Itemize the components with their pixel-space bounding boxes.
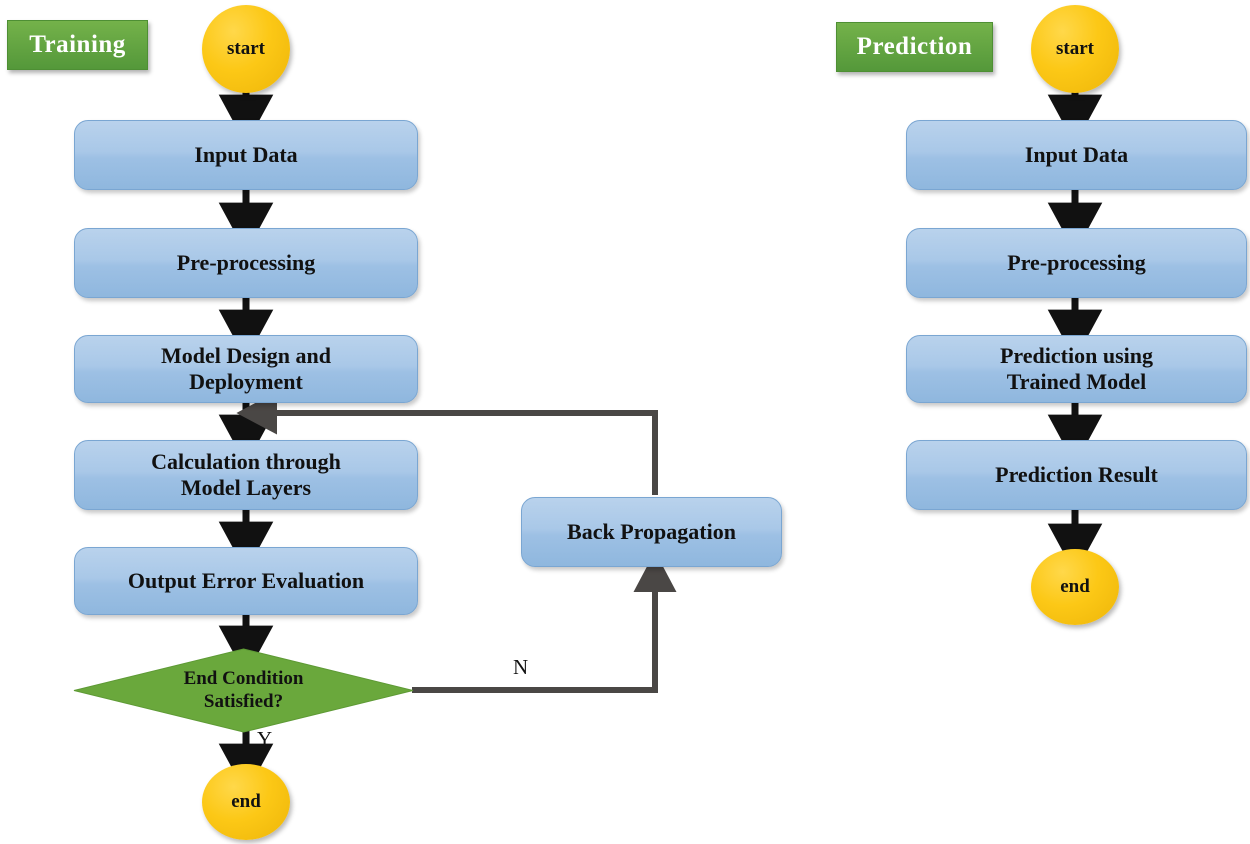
training-end-label: end	[231, 791, 261, 812]
prediction-step-result-label: Prediction Result	[995, 462, 1158, 488]
arrow-decision-no-to-backprop	[412, 551, 677, 693]
training-start-label: start	[227, 38, 265, 59]
training-step-calculation: Calculation through Model Layers	[74, 440, 418, 510]
prediction-start-label: start	[1056, 38, 1094, 59]
prediction-step-result: Prediction Result	[906, 440, 1247, 510]
edge-label-yes: Y	[257, 727, 272, 752]
training-decision-node: End Condition Satisfied?	[73, 648, 414, 733]
training-step-calculation-line2: Model Layers	[180, 475, 312, 500]
prediction-start-node: start	[1031, 5, 1119, 93]
edge-label-no: N	[513, 655, 528, 680]
edge-label-no-text: N	[513, 655, 529, 679]
section-tag-prediction: Prediction	[836, 22, 993, 72]
prediction-step-pre-processing: Pre-processing	[906, 228, 1247, 298]
training-start-node: start	[202, 5, 290, 93]
prediction-end-node: end	[1031, 549, 1119, 625]
decision-diamond-shape	[73, 648, 414, 733]
training-end-node: end	[202, 764, 290, 840]
training-step-input-data-label: Input Data	[194, 142, 298, 168]
prediction-step-pre-processing-label: Pre-processing	[1007, 250, 1146, 276]
section-tag-training: Training	[7, 20, 148, 70]
prediction-step-input-data: Input Data	[906, 120, 1247, 190]
prediction-step-predict-model-line1: Prediction using	[999, 343, 1153, 369]
section-tag-training-label: Training	[29, 31, 126, 58]
edge-label-yes-text: Y	[257, 727, 273, 751]
prediction-step-predict-model: Prediction using Trained Model	[906, 335, 1247, 403]
training-back-propagation: Back Propagation	[521, 497, 782, 567]
training-step-pre-processing: Pre-processing	[74, 228, 418, 298]
training-step-pre-processing-label: Pre-processing	[176, 250, 316, 276]
training-step-input-data: Input Data	[74, 120, 418, 190]
training-step-output-error-label: Output Error Evaluation	[127, 568, 365, 594]
training-step-model-design-line1: Model Design and	[161, 343, 331, 369]
arrow-backprop-to-model	[236, 391, 658, 495]
training-step-output-error: Output Error Evaluation	[74, 547, 418, 615]
training-step-model-design: Model Design and Deployment	[74, 335, 418, 403]
training-step-model-design-line2: Deployment	[189, 369, 303, 394]
training-back-propagation-label: Back Propagation	[567, 519, 736, 545]
prediction-step-predict-model-line2: Trained Model	[1006, 369, 1147, 394]
prediction-step-input-data-label: Input Data	[1024, 142, 1129, 168]
section-tag-prediction-label: Prediction	[856, 33, 973, 60]
training-step-calculation-line1: Calculation through	[151, 449, 341, 475]
prediction-end-label: end	[1060, 576, 1090, 597]
